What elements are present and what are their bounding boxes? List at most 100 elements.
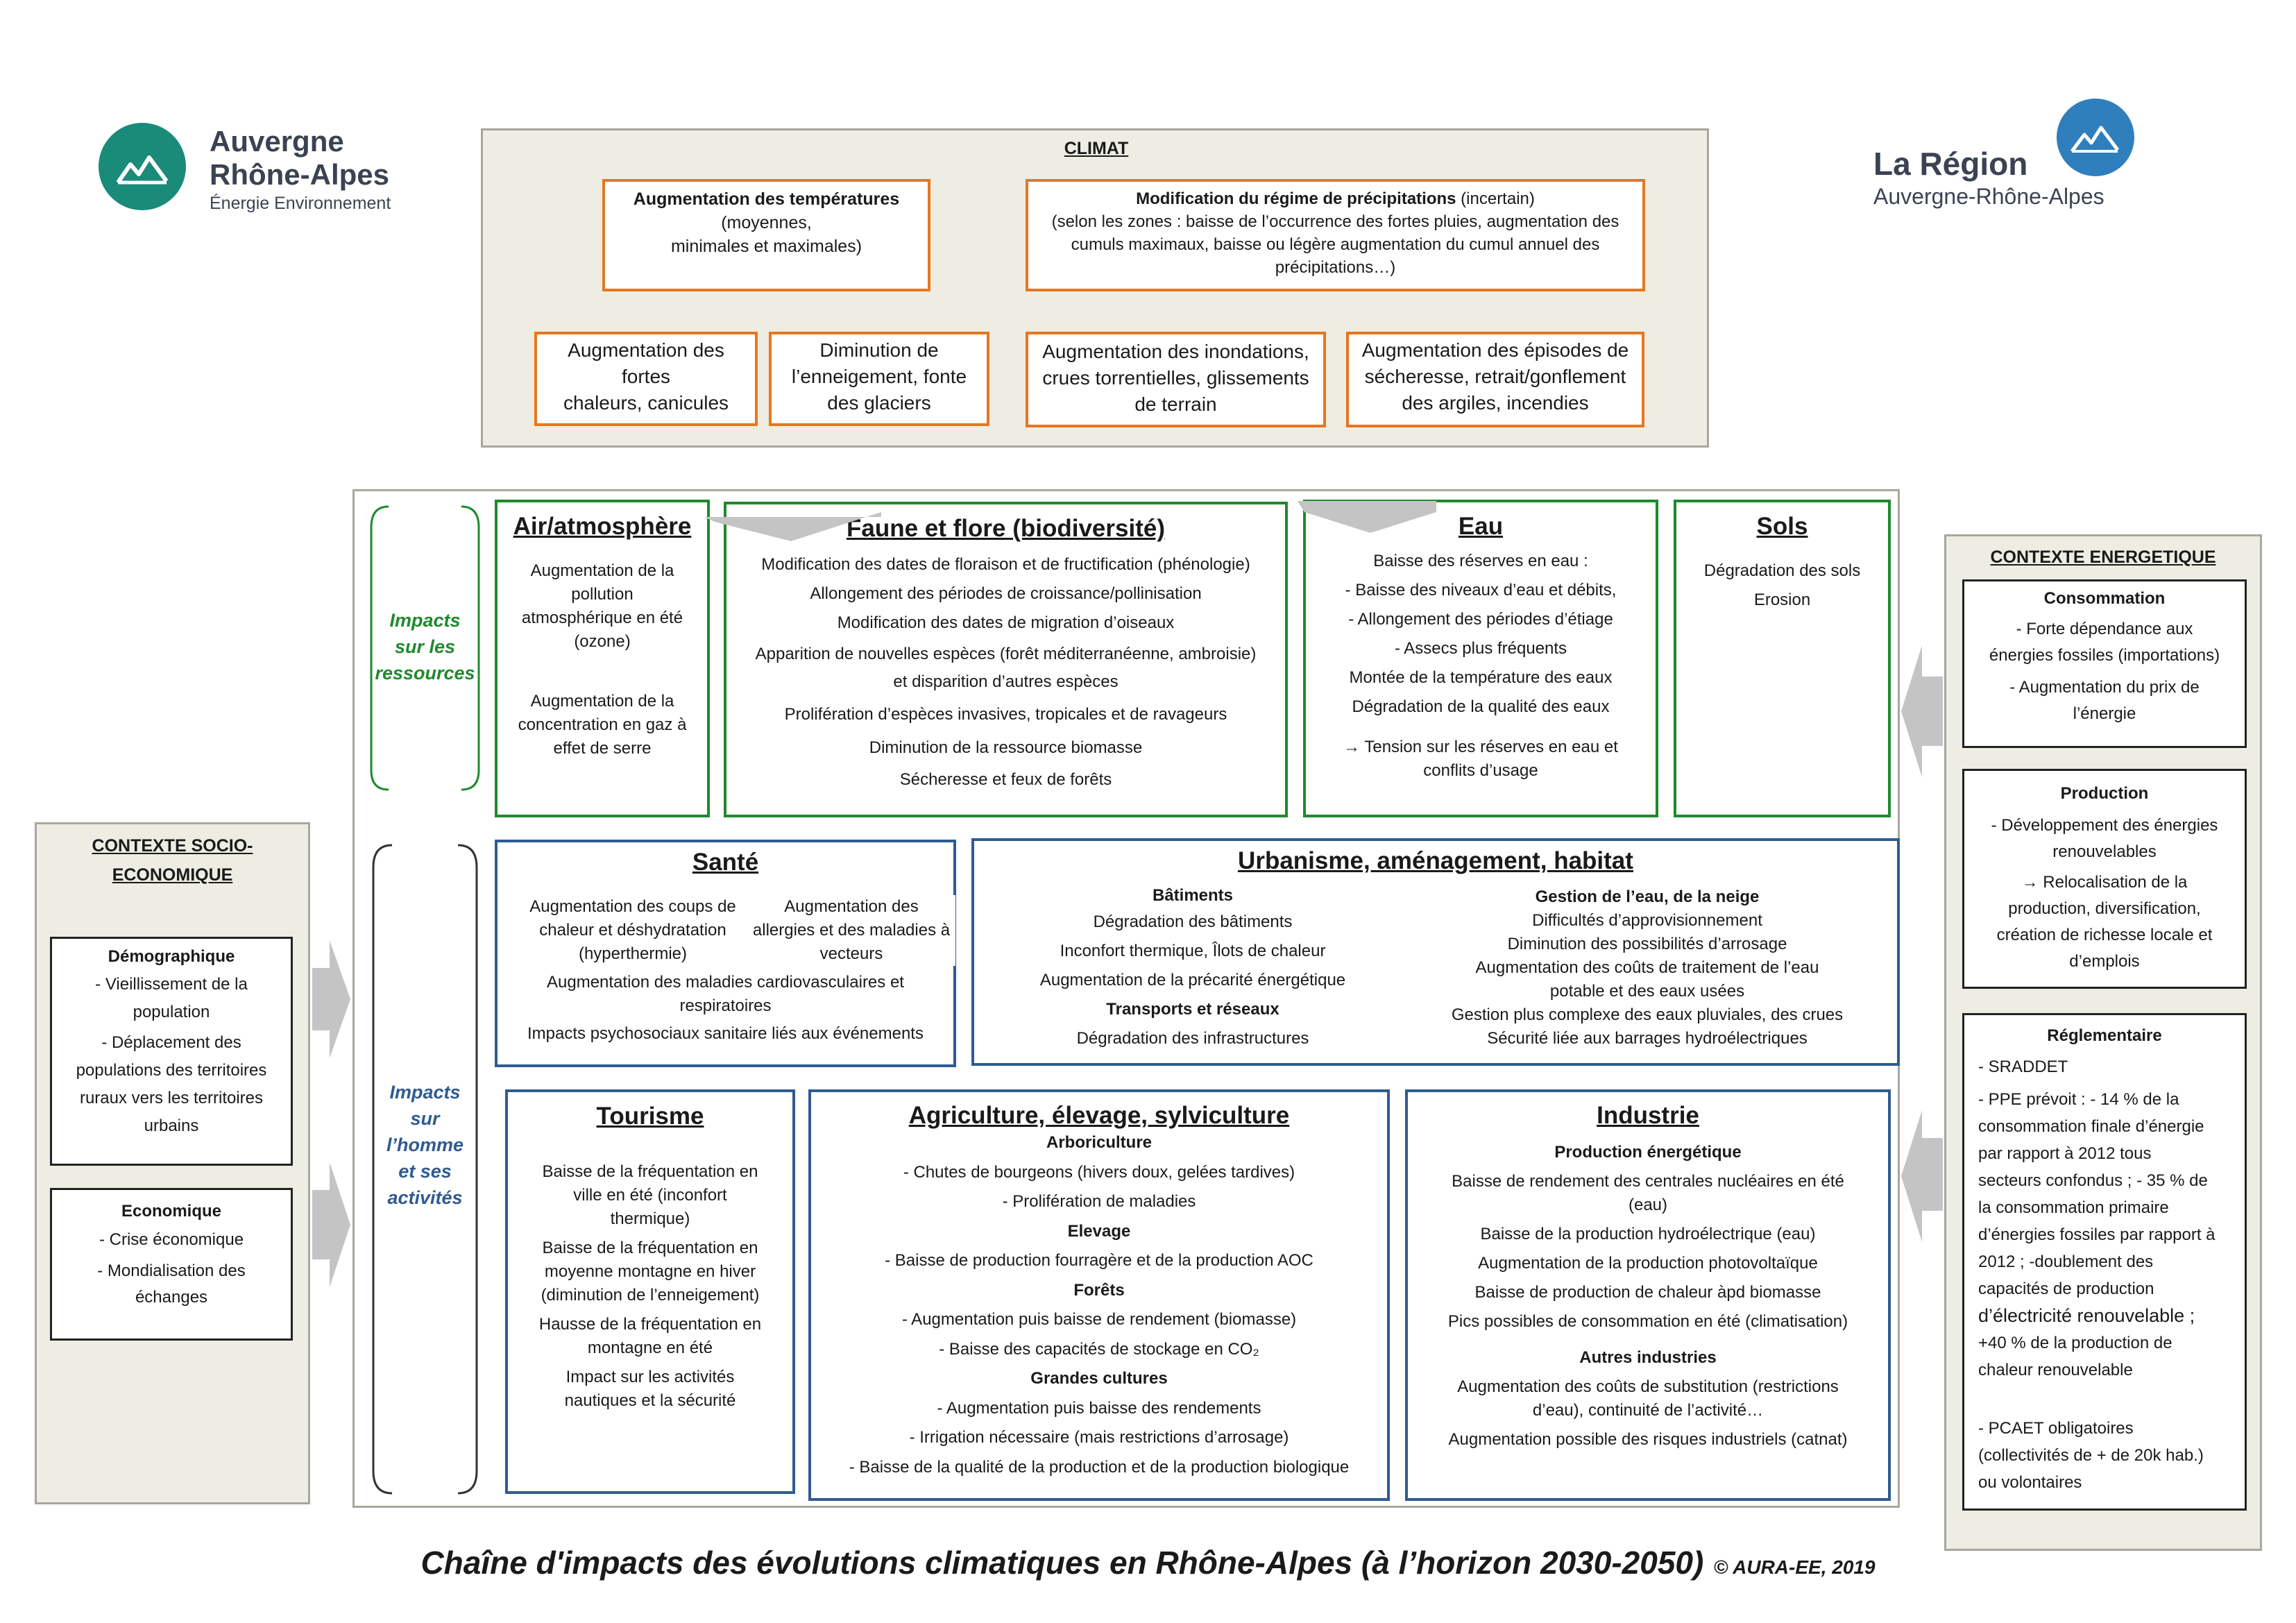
economique-line: échanges: [135, 1288, 208, 1307]
agriculture-subheading: Forêts: [1073, 1280, 1125, 1300]
faune-line: Allongement des périodes de croissance/p…: [810, 584, 1202, 603]
faune-line: et disparition d’autres espèces: [893, 672, 1119, 691]
agriculture-box: Agriculture, élevage, sylviculture Arbor…: [808, 1089, 1390, 1501]
demographique-title: Démographique: [108, 947, 235, 966]
logo-left: Auvergne Rhône-Alpes Énergie Environneme…: [97, 118, 423, 222]
agriculture-subheading: Grandes cultures: [1030, 1369, 1168, 1388]
agriculture-line: - Baisse de la qualité de la production …: [849, 1457, 1350, 1477]
resources-brace-right: [461, 505, 480, 791]
temperature-line: minimales et maximales): [670, 237, 862, 256]
demographique-line: population: [133, 1003, 210, 1021]
down-arrow-shape: [1298, 501, 1436, 533]
label-impacts-ressources: Impacts sur les ressources: [375, 610, 475, 683]
urbanisme-line: Augmentation de la précarité énergétique: [1039, 971, 1346, 989]
consommation-line: énergies fossiles (importations): [1989, 646, 2220, 665]
precipitation-line: cumuls maximaux, baisse ou légère augmen…: [1071, 235, 1600, 254]
air-line: effet de serre: [553, 739, 652, 758]
urbanisme-line: Diminution des possibilités d’arrosage: [1507, 935, 1787, 953]
eau-line: - Allongement des périodes d’étiage: [1348, 610, 1613, 629]
eau-line: conflits d’usage: [1423, 761, 1538, 780]
precipitation-line: précipitations…): [1275, 258, 1396, 277]
reglementaire-line: +40 % de la production de: [1978, 1334, 2172, 1352]
sante-line: Augmentation des coups de: [529, 897, 736, 916]
reglementaire-line: (collectivités de + de 20k hab.): [1978, 1446, 2204, 1465]
reglementaire-title: Réglementaire: [2047, 1026, 2162, 1045]
tourisme-line: montagne en été: [587, 1339, 713, 1357]
logo-left-line2: Rhône-Alpes: [210, 158, 390, 191]
air-line: (ozone): [574, 632, 631, 651]
faune-line: Sécheresse et feux de forêts: [899, 770, 1112, 789]
industrie-line: Baisse de rendement des centrales nucléa…: [1452, 1172, 1844, 1191]
socio-title: CONTEXTE SOCIO-: [92, 836, 253, 856]
industrie-line: (eau): [1628, 1196, 1668, 1214]
economique-line: - Mondialisation des: [97, 1261, 246, 1280]
eau-line: → Tension sur les réserves en eau et: [1343, 738, 1618, 756]
economique-line: - Crise économique: [99, 1230, 244, 1249]
eau-line: - Baisse des niveaux d’eau et débits,: [1345, 581, 1617, 600]
reglementaire-line: capacités de production: [1978, 1280, 2154, 1298]
agriculture-subheading: Arboriculture: [1046, 1133, 1152, 1152]
industrie-box: Industrie Production énergétique Baisse …: [1405, 1089, 1891, 1501]
reglementaire-line: 2012 ; -doublement des: [1978, 1252, 2154, 1271]
footer-title: Chaîne d'impacts des évolutions climatiq…: [420, 1545, 1704, 1581]
effect-line: de terrain: [1134, 393, 1217, 415]
reglementaire-box: Réglementaire - SRADDET - PPE prévoit : …: [1962, 1013, 2247, 1511]
sante-line: chaleur et déshydratation: [539, 921, 726, 940]
resources-brace-left: [370, 505, 389, 791]
production-line: d’emplois: [2069, 952, 2140, 971]
economique-title: Economique: [121, 1202, 221, 1221]
production-line: - Développement des énergies: [1991, 816, 2218, 835]
faune-line: Apparition de nouvelles espèces (forêt m…: [755, 645, 1257, 663]
logo-left-line1: Auvergne: [210, 125, 344, 158]
urbanisme-right-col: Gestion de l’eau, de la neige Difficulté…: [1418, 885, 1876, 1051]
faune-line: Modification des dates de floraison et d…: [761, 555, 1250, 574]
logo-right: La Région Auvergne-Rhône-Alpes: [1873, 97, 2165, 215]
reglementaire-line: ou volontaires: [1978, 1473, 2082, 1492]
reglementaire-line: consommation finale d’énergie: [1978, 1117, 2204, 1136]
temperature-title: Augmentation des températures: [633, 189, 900, 209]
precipitation-line: (selon les zones : baisse de l’occurrenc…: [1051, 212, 1619, 231]
human-brace-left: [372, 844, 393, 1495]
tourisme-box: Tourisme Baisse de la fréquentation en v…: [505, 1089, 795, 1494]
precipitation-title: Modification du régime de précipitations: [1136, 189, 1456, 208]
energie-title: CONTEXTE ENERGETIQUE: [1990, 547, 2216, 567]
footer: Chaîne d'impacts des évolutions climatiq…: [0, 1544, 2296, 1581]
logo-left-line3: Énergie Environnement: [210, 194, 391, 213]
production-line: production, diversification,: [2008, 899, 2201, 918]
air-line: pollution: [571, 585, 633, 604]
urbanisme-line: potable et des eaux usées: [1549, 982, 1745, 1001]
agriculture-line: - Chutes de bourgeons (hivers doux, gelé…: [903, 1162, 1295, 1182]
sante-title: Santé: [692, 849, 759, 876]
consommation-title: Consommation: [2043, 589, 2166, 608]
urbanisme-line: Inconfort thermique, Îlots de chaleur: [1060, 942, 1326, 960]
effect-line: l’enneigement, fonte: [791, 366, 967, 387]
reglementaire-line: d’électricité renouvelable ;: [1978, 1305, 2195, 1326]
reglementaire-line: chaleur renouvelable: [1978, 1361, 2133, 1379]
agriculture-line: - Baisse des capacités de stockage en CO…: [939, 1339, 1259, 1359]
sols-box: Sols Dégradation des sols Erosion: [1674, 500, 1891, 817]
sante-line: Augmentation des: [784, 897, 919, 916]
production-box: Production - Développement des énergies …: [1962, 769, 2247, 989]
sols-line: Dégradation des sols: [1703, 561, 1861, 580]
effect-box-chaleurs: Augmentation des fortes chaleurs, canicu…: [534, 332, 758, 426]
urbanisme-line: Dégradation des infrastructures: [1076, 1029, 1309, 1048]
label-impacts-homme: Impacts sur l’homme et ses activités: [386, 1082, 464, 1208]
demographique-line: urbains: [144, 1116, 199, 1135]
industrie-line: Augmentation de la production photovolta…: [1478, 1254, 1818, 1273]
climat-title: CLIMAT: [1064, 139, 1129, 158]
sante-line: respiratoires: [679, 996, 772, 1015]
industrie-line: Pics possibles de consommation en été (c…: [1447, 1312, 1848, 1331]
urbanisme-subheading: Transports et réseaux: [1106, 1000, 1279, 1019]
effect-line: crues torrentielles, glissements: [1042, 367, 1309, 389]
reglementaire-line: par rapport à 2012 tous: [1978, 1144, 2152, 1163]
reglementaire-line: [1978, 1384, 2245, 1411]
tourisme-line: moyenne montagne en hiver: [544, 1262, 756, 1281]
effect-line: des glaciers: [827, 392, 931, 414]
industrie-subheading: Autres industries: [1579, 1348, 1717, 1367]
agriculture-line: - Irrigation nécessaire (mais restrictio…: [909, 1428, 1289, 1447]
reglementaire-line: secteurs confondus ; - 35 % de: [1978, 1171, 2208, 1190]
effect-line: sécheresse, retrait/gonflement: [1364, 366, 1626, 387]
urbanisme-line: Gestion plus complexe des eaux pluviales…: [1451, 1005, 1844, 1024]
industrie-title: Industrie: [1597, 1102, 1699, 1129]
